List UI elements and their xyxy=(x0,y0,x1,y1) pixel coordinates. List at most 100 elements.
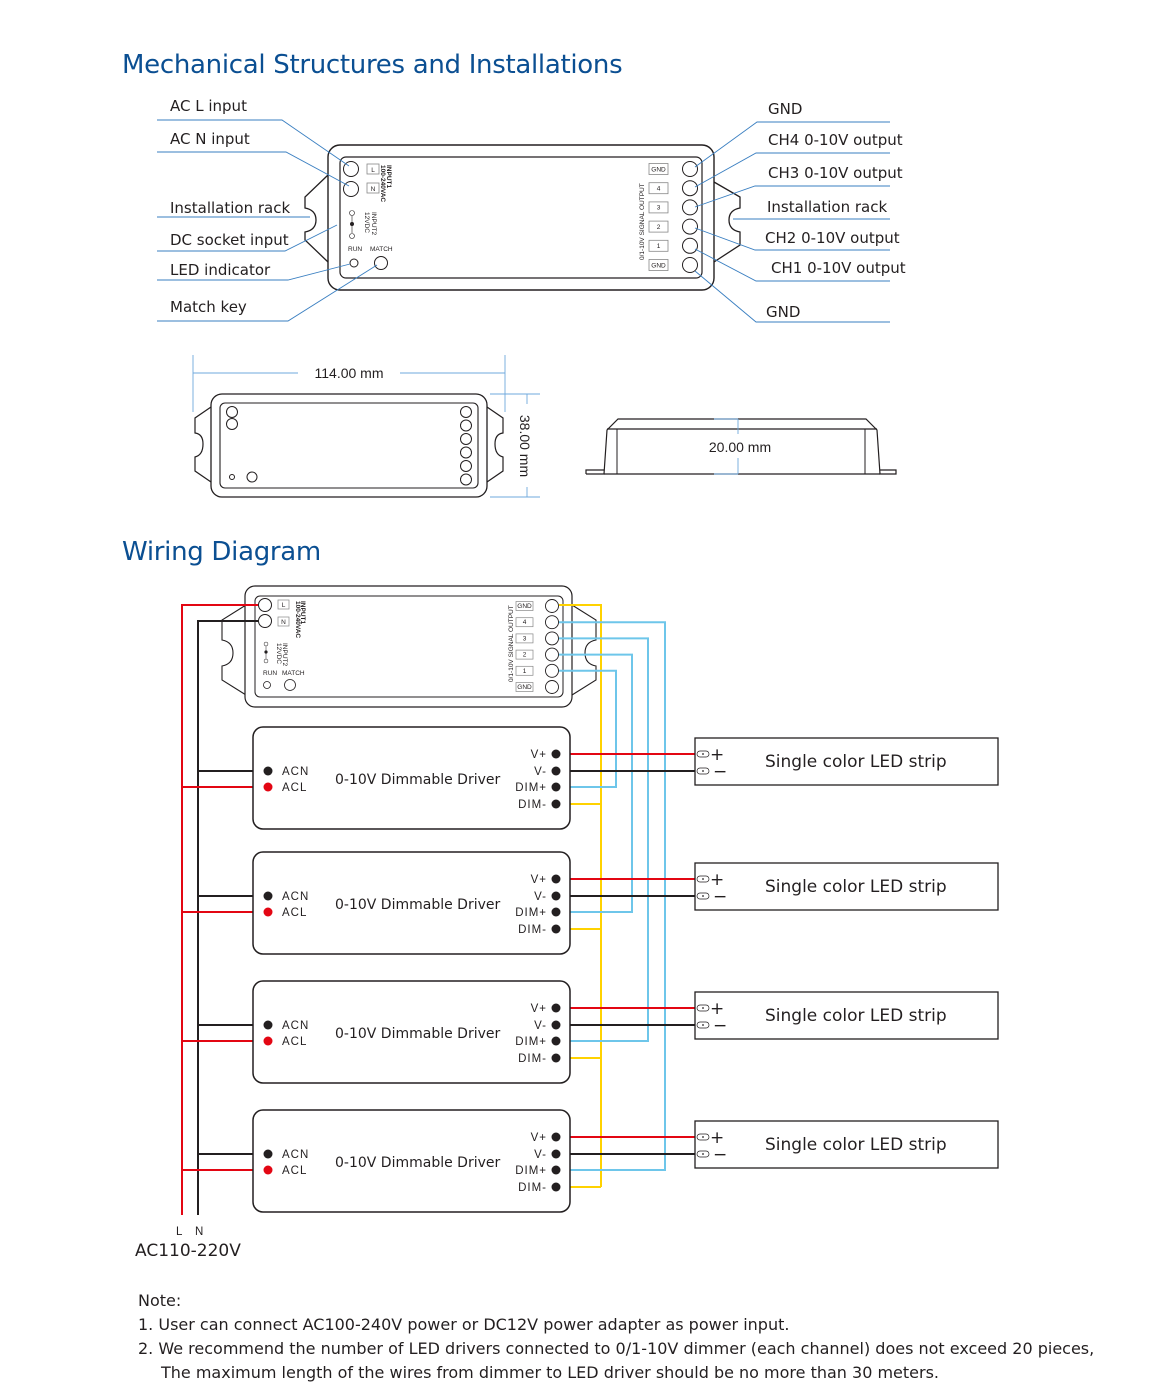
note-item-2: 2. We recommend the number of LED driver… xyxy=(138,1339,1095,1358)
driver-input-acn: ACN xyxy=(282,1020,309,1032)
output-terminal-dot xyxy=(551,1036,561,1046)
driver-output-0: V+ xyxy=(531,1132,547,1144)
wiring-output-terminal-hole xyxy=(545,631,559,646)
wiring-output-terminal-hole xyxy=(545,663,559,678)
strip-terminal-minus: − xyxy=(713,887,727,907)
wiring-output-terminal-label: 4 xyxy=(523,619,527,626)
notes-section: Note: 1. User can connect AC100-240V pow… xyxy=(138,1289,1094,1385)
note-item-1: 1. User can connect AC100-240V power or … xyxy=(138,1315,790,1334)
output-terminal-dot xyxy=(551,749,561,759)
wiring-output-terminal-label: 3 xyxy=(523,635,527,642)
device-top-view: L N INPUT1 100-240VAC INPUT2 12VDC RUN M… xyxy=(304,144,741,291)
wiring-dc-socket-icon xyxy=(263,641,269,664)
installation-rack-left xyxy=(304,174,329,263)
device-inner-panel xyxy=(339,156,703,279)
driver-output-1: V- xyxy=(534,1149,547,1161)
driver-label: 0-10V Dimmable Driver xyxy=(335,772,500,788)
length-dimension: 114.00 mm xyxy=(315,365,384,381)
led-strip-2: +− Single color LED strip xyxy=(694,862,999,911)
output-terminal-label: 1 xyxy=(657,243,661,250)
output-terminal-label: 4 xyxy=(657,186,661,193)
run-label: RUN xyxy=(348,246,362,253)
callout-right-1: CH4 0-10V output xyxy=(768,131,903,149)
callout-left-5: Match key xyxy=(170,298,247,316)
strip-terminal-minus: − xyxy=(713,1016,727,1036)
right-callout-lines xyxy=(694,121,890,323)
driver-label: 0-10V Dimmable Driver xyxy=(335,1026,500,1042)
callout-left-1: AC N input xyxy=(170,130,250,148)
driver-output-1: V- xyxy=(534,766,547,778)
wiring-output-terminal-hole xyxy=(545,615,559,630)
acl-terminal xyxy=(263,1165,273,1175)
led-strip-box xyxy=(694,737,999,786)
driver-output-2: DIM+ xyxy=(515,907,547,919)
left-callout-lines xyxy=(157,119,378,322)
callout-right-5: CH1 0-10V output xyxy=(771,259,906,277)
signal-output-label: 0/1-10V SIGNAL OUTPUT xyxy=(639,183,646,260)
wiring-output-terminal-hole xyxy=(545,599,559,613)
output-terminal-label: GND xyxy=(651,262,666,269)
wiring-terminal-l: L xyxy=(282,602,286,609)
match-label: MATCH xyxy=(370,246,393,253)
wiring-terminal-n: N xyxy=(281,619,286,626)
wiring-input2-label: INPUT2 xyxy=(281,643,288,667)
wiring-output-terminal-label: GND xyxy=(517,603,532,610)
output-terminal-dot xyxy=(551,1003,561,1013)
callout-right-0: GND xyxy=(768,100,802,118)
callout-right-3: Installation rack xyxy=(767,198,887,216)
device-outer-shell xyxy=(327,144,715,291)
driver-output-2: DIM+ xyxy=(515,1165,547,1177)
led-strip-label: Single color LED strip xyxy=(765,1006,947,1026)
output-terminal-dot xyxy=(551,766,561,776)
callout-left-0: AC L input xyxy=(170,97,247,115)
wire-neutral-trunk xyxy=(197,620,258,1215)
acl-terminal xyxy=(263,782,273,792)
callout-right-6: GND xyxy=(766,303,800,321)
output-terminal-hole xyxy=(682,237,698,254)
driver-input-acl: ACL xyxy=(282,782,307,794)
output-terminal-label: 3 xyxy=(657,205,661,212)
acn-terminal xyxy=(263,1149,273,1159)
section-title-wiring: Wiring Diagram xyxy=(122,537,321,568)
installation-rack-right xyxy=(713,181,741,263)
acn-terminal xyxy=(263,1020,273,1030)
driver-output-0: V+ xyxy=(531,749,547,761)
output-terminal-dot xyxy=(551,1132,561,1142)
callout-right-2: CH3 0-10V output xyxy=(768,164,903,182)
driver-output-3: DIM- xyxy=(518,1053,547,1065)
led-strip-box xyxy=(694,991,999,1040)
wiring-input2-voltage: 12VDC xyxy=(275,643,282,664)
width-dimension: 38.00 mm xyxy=(517,415,533,477)
strip-terminal-plus: + xyxy=(710,745,724,765)
led-strip-box xyxy=(694,1120,999,1169)
output-terminal-dot xyxy=(551,874,561,884)
strip-terminal-plus: + xyxy=(710,870,724,890)
driver-output-0: V+ xyxy=(531,1003,547,1015)
wiring-input1-label: INPUT1 xyxy=(299,601,306,625)
output-terminal-dot xyxy=(551,1182,561,1192)
output-terminal-hole xyxy=(682,257,698,273)
led-strip-3: +−Single color LED strip xyxy=(694,991,999,1040)
acl-terminal xyxy=(263,1036,273,1046)
output-terminal-hole xyxy=(682,180,698,197)
acl-terminal xyxy=(263,907,273,917)
note-item-2-continuation: The maximum length of the wires from dim… xyxy=(161,1363,940,1382)
led-indicator xyxy=(349,258,359,268)
driver-input-acn: ACN xyxy=(282,766,309,778)
callout-left-3: DC socket input xyxy=(170,231,289,249)
output-terminal-hole xyxy=(682,161,698,177)
output-terminal-hole xyxy=(682,199,698,216)
driver-output-1: V- xyxy=(534,1020,547,1032)
driver-output-3: DIM- xyxy=(518,799,547,811)
led-strip-label: Single color LED strip xyxy=(765,877,947,897)
output-terminal-dot xyxy=(551,924,561,934)
output-terminal-label: 2 xyxy=(657,224,661,231)
terminal-n-label: N xyxy=(371,186,376,193)
dc-socket-icon xyxy=(349,210,355,239)
led-strip-label: Single color LED strip xyxy=(765,752,947,772)
